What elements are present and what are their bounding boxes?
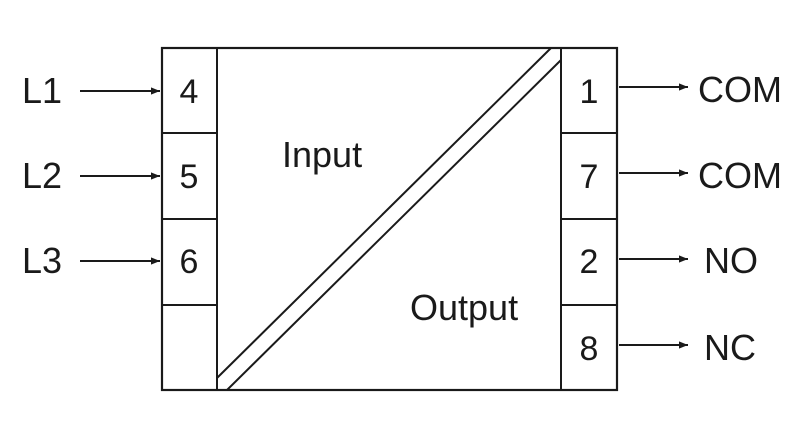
output-row-2: 2 NO [580,240,758,281]
terminal-number: 5 [180,158,199,196]
terminal-number: 8 [580,330,599,368]
output-row-8: 8 NC [580,327,756,368]
output-signal-label: COM [698,155,782,196]
terminal-number: 6 [180,243,199,281]
terminal-number: 2 [580,243,599,281]
output-signal-label: NC [704,327,756,368]
input-row-l2: L2 5 [22,155,198,196]
output-row-7: 7 COM [580,155,782,196]
input-row-l3: L3 6 [22,240,198,281]
isolation-diagonal [216,47,552,379]
terminal-number: 4 [180,73,199,111]
isolation-diagonal [226,59,562,391]
input-signal-label: L2 [22,155,62,196]
device-body [160,46,619,392]
input-signal-label: L3 [22,240,62,281]
input-signal-label: L1 [22,70,62,111]
output-row-1: 1 COM [580,69,782,111]
output-caption: Output [410,287,518,328]
input-caption: Input [282,134,362,175]
terminal-number: 7 [580,158,599,196]
output-signal-label: NO [704,240,758,281]
input-row-l1: L1 4 [22,70,198,111]
output-signal-label: COM [698,69,782,110]
terminal-number: 1 [580,73,599,111]
